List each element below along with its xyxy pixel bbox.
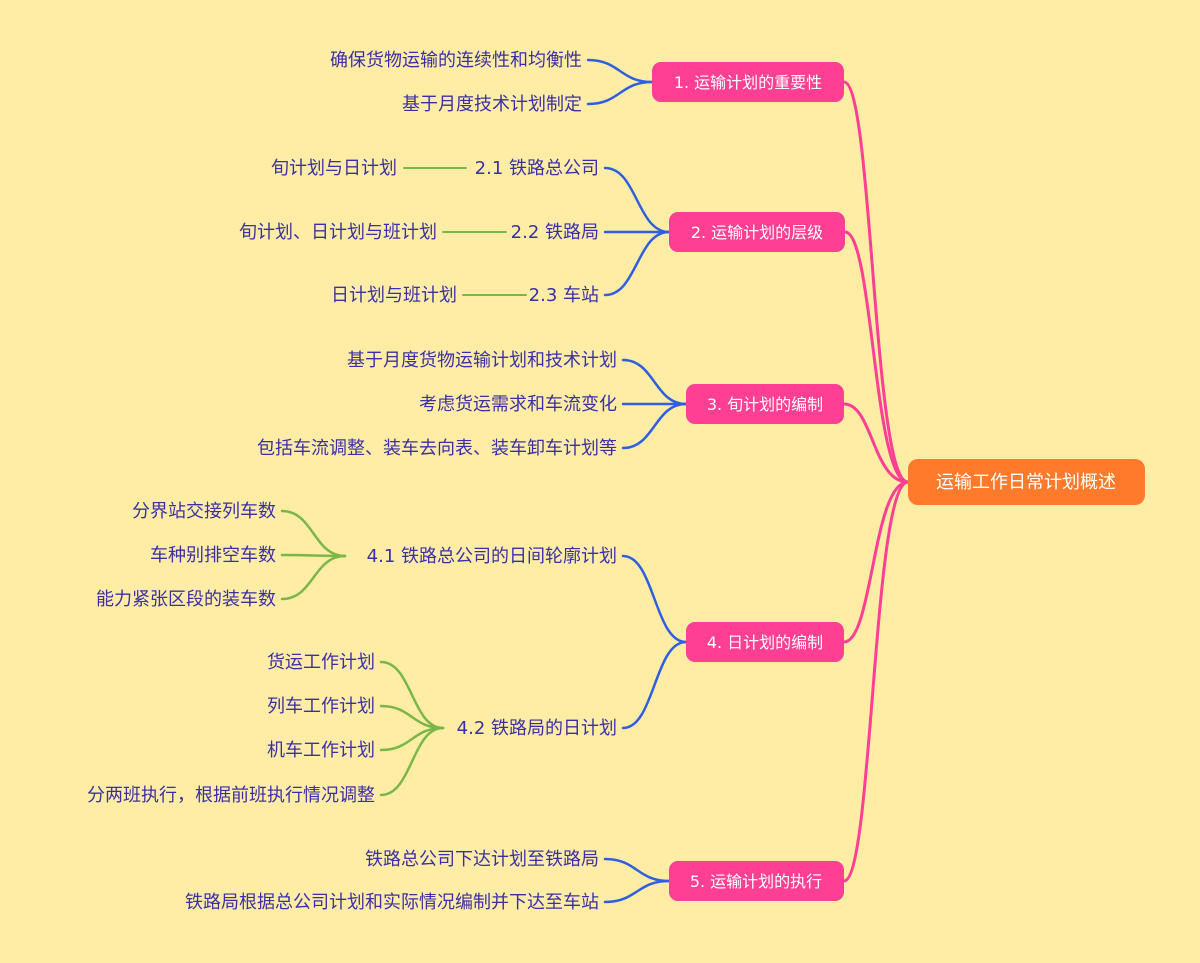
leaf-2-1-1[interactable]: 旬计划与日计划 [271,158,397,179]
connector-root-branch-3 [842,402,910,484]
connector-b4-sub-2-leaf-1 [379,660,445,730]
leaf-4-1-3[interactable]: 能力紧张区段的装车数 [96,589,276,610]
leaf-4-1-1[interactable]: 分界站交接列车数 [132,501,276,522]
connector-b4-sub-2-leaf-4 [379,726,445,797]
branch-node-2-box [669,212,845,252]
branch-node-1-label: 1. 运输计划的重要性 [674,73,822,92]
connector-b4-sub-1 [621,554,688,644]
connector-b5-leaf-1 [603,857,671,883]
connector-b2-sub-1 [603,166,671,234]
branch-node-4-box [686,622,844,662]
leaf-3-3[interactable]: 包括车流调整、装车去向表、装车卸车计划等 [257,438,617,459]
branch-node-5[interactable]: 5. 运输计划的执行 [669,861,844,901]
leaf-5-1[interactable]: 铁路总公司下达计划至铁路局 [365,849,599,870]
branch-node-2[interactable]: 2. 运输计划的层级 [669,212,845,252]
connector-root-branch-4 [842,480,910,644]
connector-b3-leaf-1 [621,358,688,406]
subnode-2-2[interactable]: 2.2 铁路局 [511,222,599,243]
branch-node-4-label: 4. 日计划的编制 [707,633,823,652]
connector-b3-leaf-3 [621,402,688,450]
connector-root-branch-2 [843,230,910,484]
branch-node-4[interactable]: 4. 日计划的编制 [686,622,844,662]
subnode-2-3[interactable]: 2.3 车站 [529,285,599,306]
root-node-label: 运输工作日常计划概述 [936,472,1116,493]
leaf-3-2[interactable]: 考虑货运需求和车流变化 [419,394,617,415]
leaf-2-2-1[interactable]: 旬计划、日计划与班计划 [239,222,437,243]
leaf-4-2-2[interactable]: 列车工作计划 [267,696,375,717]
leaf-4-2-1[interactable]: 货运工作计划 [267,652,375,673]
branch-node-3-label: 3. 旬计划的编制 [707,395,823,414]
leaf-2-3-1[interactable]: 日计划与班计划 [331,285,457,306]
connector-b2-sub-3 [603,230,671,297]
connector-b5-leaf-2 [603,879,671,904]
subnode-2-1[interactable]: 2.1 铁路总公司 [475,158,599,179]
connector-lines [280,58,910,904]
branch-node-5-label: 5. 运输计划的执行 [690,872,822,891]
branch-node-3-box [686,384,844,424]
leaf-1-1[interactable]: 确保货物运输的连续性和均衡性 [330,50,582,71]
connector-b4-sub-2 [621,640,688,730]
root-node[interactable]: 运输工作日常计划概述 [908,459,1145,505]
subnode-4-1[interactable]: 4.1 铁路总公司的日间轮廓计划 [367,546,617,567]
subnode-4-2[interactable]: 4.2 铁路局的日计划 [457,718,617,739]
leaf-4-2-3[interactable]: 机车工作计划 [267,740,375,761]
branch-node-5-box [669,861,844,901]
connector-root-branch-1 [842,80,910,484]
branch-node-1-box [652,62,844,102]
branch-node-2-label: 2. 运输计划的层级 [691,223,823,242]
root-node-box [908,459,1145,505]
connector-b4-sub-1-leaf-1 [280,509,347,558]
leaf-4-2-4[interactable]: 分两班执行，根据前班执行情况调整 [87,785,375,806]
connector-b1-leaf-2 [586,80,654,106]
connector-b4-sub-1-leaf-3 [280,554,347,601]
leaf-5-2[interactable]: 铁路局根据总公司计划和实际情况编制并下达至车站 [185,892,599,913]
connector-root-branch-5 [842,480,910,883]
connector-b4-sub-1-leaf-2 [280,553,347,558]
connector-b1-leaf-1 [586,58,654,84]
branch-node-1[interactable]: 1. 运输计划的重要性 [652,62,844,102]
leaf-4-1-2[interactable]: 车种别排空车数 [150,545,276,566]
branch-node-3[interactable]: 3. 旬计划的编制 [686,384,844,424]
leaf-3-1[interactable]: 基于月度货物运输计划和技术计划 [347,350,617,371]
leaf-1-2[interactable]: 基于月度技术计划制定 [402,94,582,115]
